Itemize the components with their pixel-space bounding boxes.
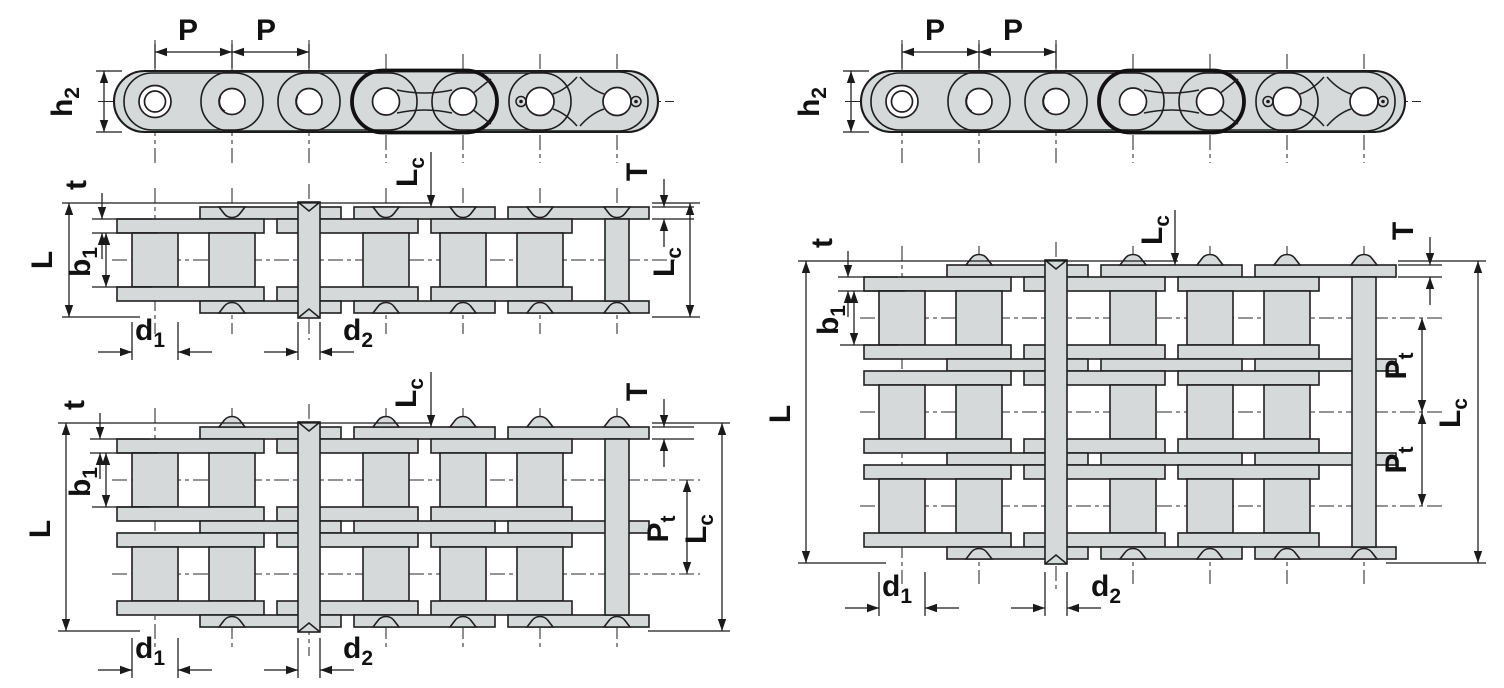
label-pin-diameter-d2: d2 [343,314,373,352]
label-connecting-length-Lc-right: Lc [648,247,686,277]
simplex-section: t L b1 d1 d2 Lc T Lc [26,152,700,360]
label-connecting-length-Lc-right: Lc [680,514,718,544]
label-connecting-length-Lc-top: Lc [1136,215,1174,245]
label-pitch-2: P [256,14,276,47]
plan-view-left: P P h2 [46,14,674,163]
label-transverse-pitch-Pt-upper: Pt [1380,352,1418,379]
label-connecting-length-Lc-right: Lc [1434,398,1472,428]
label-plate-thickness-t: t [60,180,93,190]
label-connecting-length-Lc-top: Lc [391,157,429,187]
label-height-h2: h2 [46,87,84,117]
label-overall-width-L: L [24,520,57,538]
plan-view-right: P P h2 [793,14,1421,163]
duplex-section: t L b1 d1 d2 Lc T Pt Lc [24,372,730,678]
label-pin-diameter-d2: d2 [1091,570,1121,608]
label-inner-width-b1: b1 [64,467,102,497]
label-inner-width-b1: b1 [812,305,850,335]
label-pitch-1: P [178,14,198,47]
label-outer-plate-thickness-T: T [621,383,654,401]
label-overall-width-L: L [26,251,59,269]
label-roller-diameter-d1: d1 [882,570,912,608]
label-plate-thickness-t: t [58,400,91,410]
label-roller-diameter-d1: d1 [135,632,165,670]
label-pitch-1: P [925,14,945,47]
label-roller-diameter-d1: d1 [135,314,165,352]
label-pin-diameter-d2: d2 [343,632,373,670]
label-transverse-pitch-Pt: Pt [642,515,680,542]
label-pitch-2: P [1003,14,1023,47]
label-outer-plate-thickness-T: T [1387,222,1420,240]
label-overall-width-L: L [764,405,797,423]
label-inner-width-b1: b1 [64,247,102,277]
label-connecting-length-Lc-top: Lc [390,378,428,408]
triplex-section: t L b1 d1 d2 Lc T Pt Pt Lc [764,210,1486,616]
label-height-h2: h2 [793,87,831,117]
label-outer-plate-thickness-T: T [621,163,654,181]
label-plate-thickness-t: t [806,238,839,248]
label-transverse-pitch-Pt-lower: Pt [1380,446,1418,473]
